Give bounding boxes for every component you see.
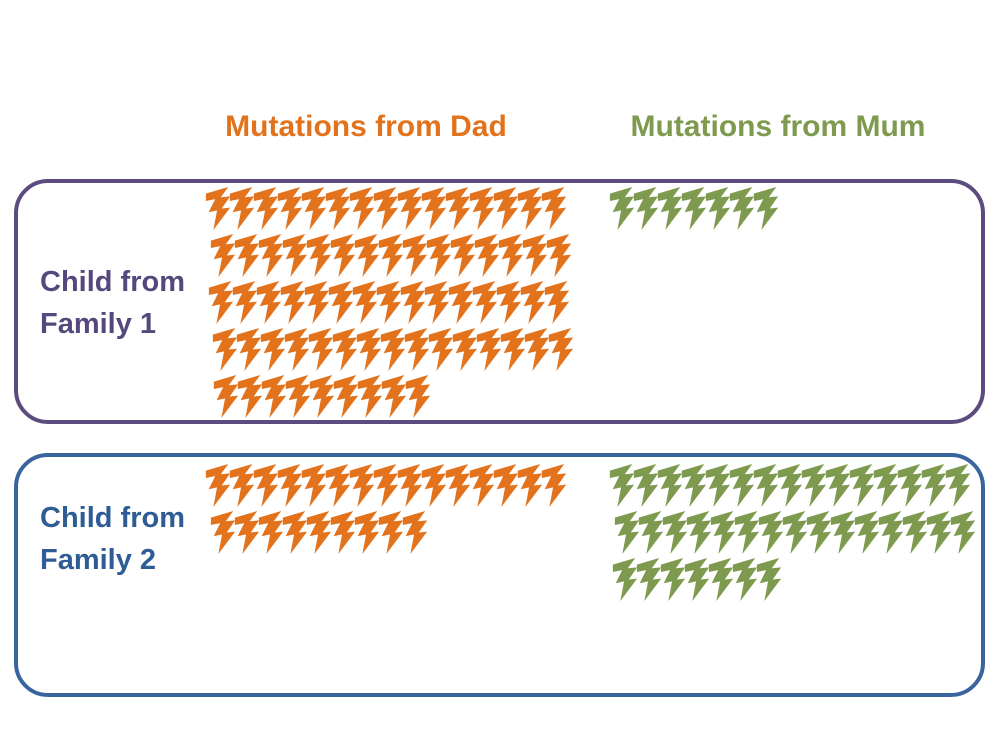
family1-label-line1: Child from (40, 266, 185, 298)
lightning-bolt-icon (753, 187, 779, 230)
family1-label-line2: Family 1 (40, 308, 157, 340)
bolt-row (204, 187, 571, 230)
lightning-bolt-icon (544, 281, 570, 324)
bolt-row (608, 187, 779, 230)
mum-column-header: Mutations from Mum (630, 110, 926, 143)
lightning-bolt-icon (546, 234, 572, 277)
bolt-row (608, 464, 973, 507)
lightning-bolt-icon (402, 511, 428, 554)
dad-column-header: Mutations from Dad (225, 110, 507, 143)
bolt-row (211, 328, 574, 371)
family1-label: Child from Family 1 (40, 261, 185, 345)
lightning-bolt-icon (945, 464, 971, 507)
family2-mum-bolts (608, 464, 976, 605)
family1-panel: Child from Family 1 (14, 179, 985, 424)
bolt-row (209, 234, 572, 277)
bolt-row (611, 558, 973, 601)
bolt-row (212, 375, 571, 418)
bolt-row (207, 281, 571, 324)
lightning-bolt-icon (541, 464, 567, 507)
lightning-bolt-icon (405, 375, 431, 418)
lightning-bolt-icon (950, 511, 976, 554)
family2-label: Child from Family 2 (40, 497, 185, 581)
bolt-row (209, 511, 564, 554)
family2-label-line1: Child from (40, 502, 185, 534)
bolt-row (204, 464, 567, 507)
family1-mum-bolts (608, 187, 779, 234)
family2-label-line2: Family 2 (40, 544, 157, 576)
bolt-row (613, 511, 976, 554)
family1-dad-bolts (204, 187, 574, 422)
lightning-bolt-icon (548, 328, 574, 371)
lightning-bolt-icon (756, 558, 782, 601)
family2-dad-bolts (204, 464, 567, 558)
lightning-bolt-icon (541, 187, 567, 230)
family2-panel: Child from Family 2 (14, 453, 985, 697)
